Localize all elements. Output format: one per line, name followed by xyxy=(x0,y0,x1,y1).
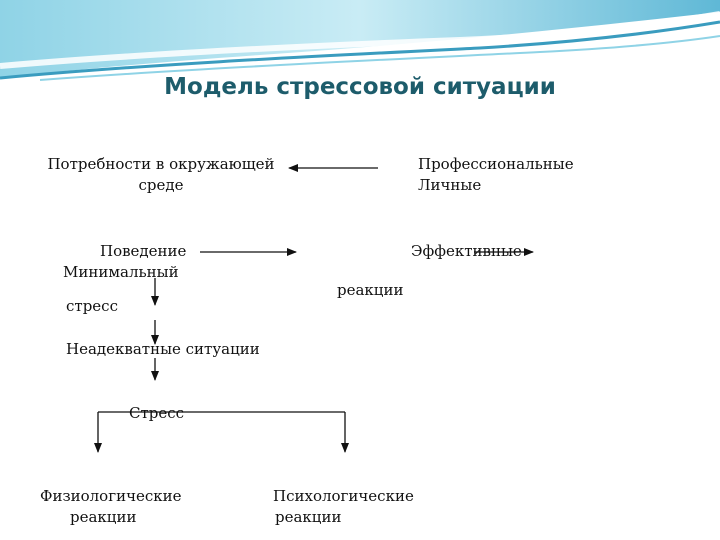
node-behavior-line2: Минимальный xyxy=(63,263,179,281)
node-physio-line1: Физиологические xyxy=(40,487,182,505)
banner-wave-light xyxy=(0,11,720,69)
node-stress: Стресс xyxy=(129,404,185,422)
node-physio-line2: реакции xyxy=(70,508,137,526)
node-factors-line2: Личные xyxy=(418,176,482,194)
node-factors-line1: Профессиональные xyxy=(418,155,574,173)
node-needs: Потребности в окружающей среде xyxy=(40,154,282,196)
node-factors: Профессиональные Личные xyxy=(418,154,574,196)
banner-wave-dark xyxy=(0,20,720,80)
node-stress-small: стресс xyxy=(66,297,118,315)
banner-fill xyxy=(0,0,720,78)
header-wave-banner xyxy=(0,0,720,81)
slide-title: Модель стрессовой ситуации xyxy=(164,74,556,100)
node-psycho-line2: реакции xyxy=(275,508,342,526)
node-physio: Физиологические реакции xyxy=(40,486,182,528)
node-effective: Эффективные xyxy=(411,242,522,260)
node-reactions: реакции xyxy=(337,281,404,299)
node-behavior-line1: Поведение xyxy=(100,242,187,260)
node-psycho-line1: Психологические xyxy=(273,487,414,505)
node-needs-line1: Потребности в окружающей xyxy=(47,155,275,173)
node-inadequate: Неадекватные ситуации xyxy=(66,340,260,358)
node-behavior: Поведение Минимальный xyxy=(63,241,186,283)
node-psycho: Психологические реакции xyxy=(273,486,414,528)
banner-wave-thin xyxy=(39,35,720,81)
node-needs-line2: среде xyxy=(138,176,184,194)
